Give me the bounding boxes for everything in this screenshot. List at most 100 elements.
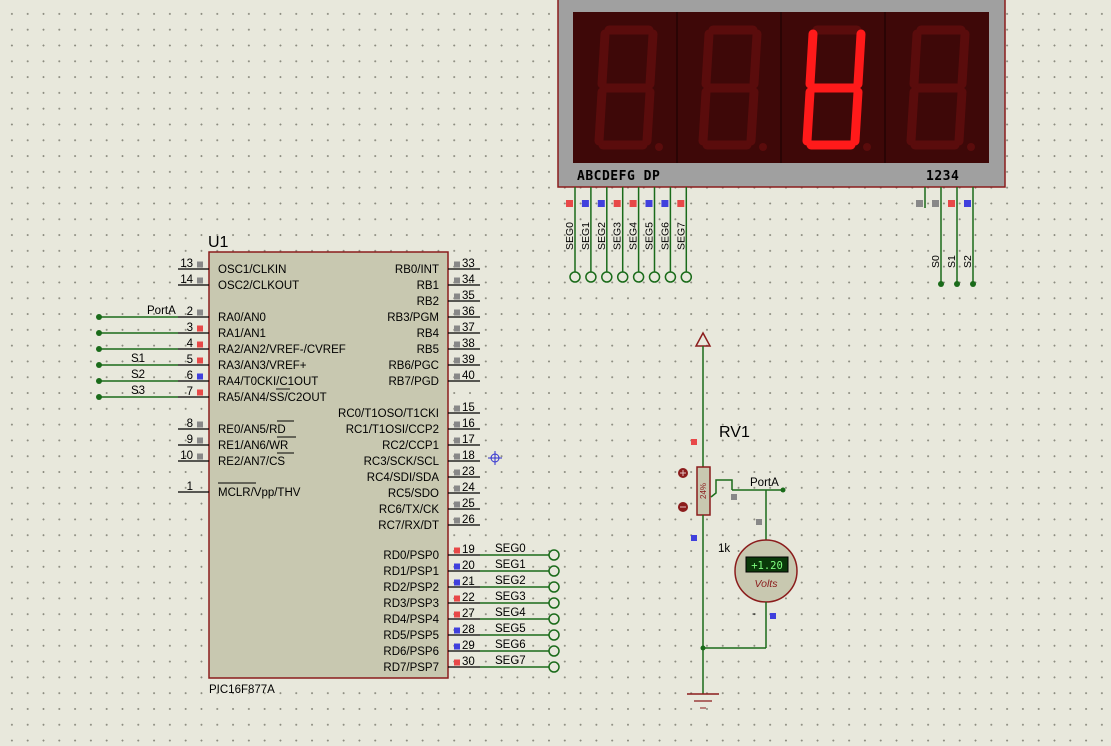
analog-section[interactable]: RV1 24% PortA 1k +1.20 Volts	[678, 331, 798, 709]
display-pin-label: SEG0	[564, 222, 576, 250]
ra-wire-7[interactable]: S3	[96, 385, 178, 400]
net-seg4[interactable]: SEG4	[480, 607, 560, 625]
net-seg5[interactable]: SEG5	[480, 623, 560, 641]
net-terminal[interactable]	[548, 613, 560, 625]
net-terminal[interactable]	[601, 271, 613, 283]
display-pin-s2[interactable]: S2	[962, 187, 976, 287]
net-terminal[interactable]	[585, 271, 597, 283]
ra-wire-4[interactable]	[96, 346, 178, 352]
ground-icon[interactable]	[687, 648, 719, 709]
net-terminal[interactable]	[664, 271, 677, 283]
display-pin-seg2[interactable]: SEG2	[596, 187, 613, 283]
display-pin-seg3[interactable]: SEG3	[612, 187, 629, 283]
pin-state-indicator	[964, 200, 971, 207]
pin-state-indicator	[454, 579, 460, 586]
net-terminal[interactable]	[569, 271, 581, 283]
mcu-right-pins[interactable]: 33RB0/INT34RB135RB236RB3/PGM37RB438RB539…	[338, 258, 480, 674]
display-pin-s0[interactable]: S0	[930, 187, 944, 287]
net-terminal[interactable]	[680, 271, 693, 283]
net-terminal[interactable]	[616, 271, 629, 283]
potentiometer-rv1[interactable]: RV1 24% PortA 1k	[678, 424, 786, 648]
net-terminal[interactable]	[648, 271, 661, 283]
display-pin-seg5[interactable]: SEG5	[644, 187, 661, 283]
net-seg0[interactable]: SEG0	[480, 543, 560, 561]
net-terminal[interactable]	[548, 645, 560, 657]
net-terminal[interactable]	[632, 271, 645, 283]
pin-name: RA1/AN1	[218, 328, 266, 340]
display-pin-seg6[interactable]: SEG6	[659, 187, 677, 283]
display-pin-seg0[interactable]: SEG0	[564, 187, 581, 283]
net-terminal[interactable]	[548, 597, 560, 609]
net-seg2[interactable]: SEG2	[480, 575, 560, 593]
net-terminal[interactable]	[548, 581, 560, 593]
power-terminal-icon[interactable]	[694, 331, 712, 468]
ra-wire-5[interactable]: S1	[96, 353, 178, 368]
voltmeter-reading: +1.20	[751, 560, 783, 572]
net-terminal[interactable]	[548, 549, 560, 561]
net-seg7[interactable]: SEG7	[480, 655, 560, 673]
net-terminal[interactable]	[548, 629, 560, 641]
ra-wire-2[interactable]: PortA	[96, 305, 178, 320]
display-pin-seg4[interactable]: SEG4	[628, 187, 645, 283]
pin-name: RD6/PSP6	[383, 646, 439, 658]
net-seg3[interactable]: SEG3	[480, 591, 560, 609]
display-pin-seg7[interactable]: SEG7	[675, 187, 693, 283]
pin-number: 1	[187, 481, 193, 493]
ra-wire-6[interactable]: S2	[96, 369, 178, 384]
display-pin-s1[interactable]: S1	[946, 187, 960, 287]
net-terminal[interactable]	[548, 565, 560, 577]
net-terminal[interactable]	[548, 661, 560, 673]
net-seg6[interactable]: SEG6	[480, 639, 560, 657]
net-seg1[interactable]: SEG1	[480, 559, 560, 577]
segment-e	[698, 87, 711, 146]
display-pin-seg1[interactable]: SEG1	[580, 187, 597, 283]
dc-voltmeter[interactable]: +1.20 Volts -	[700, 490, 798, 651]
ra-wire-3[interactable]	[96, 330, 178, 336]
net-junction	[96, 314, 102, 320]
